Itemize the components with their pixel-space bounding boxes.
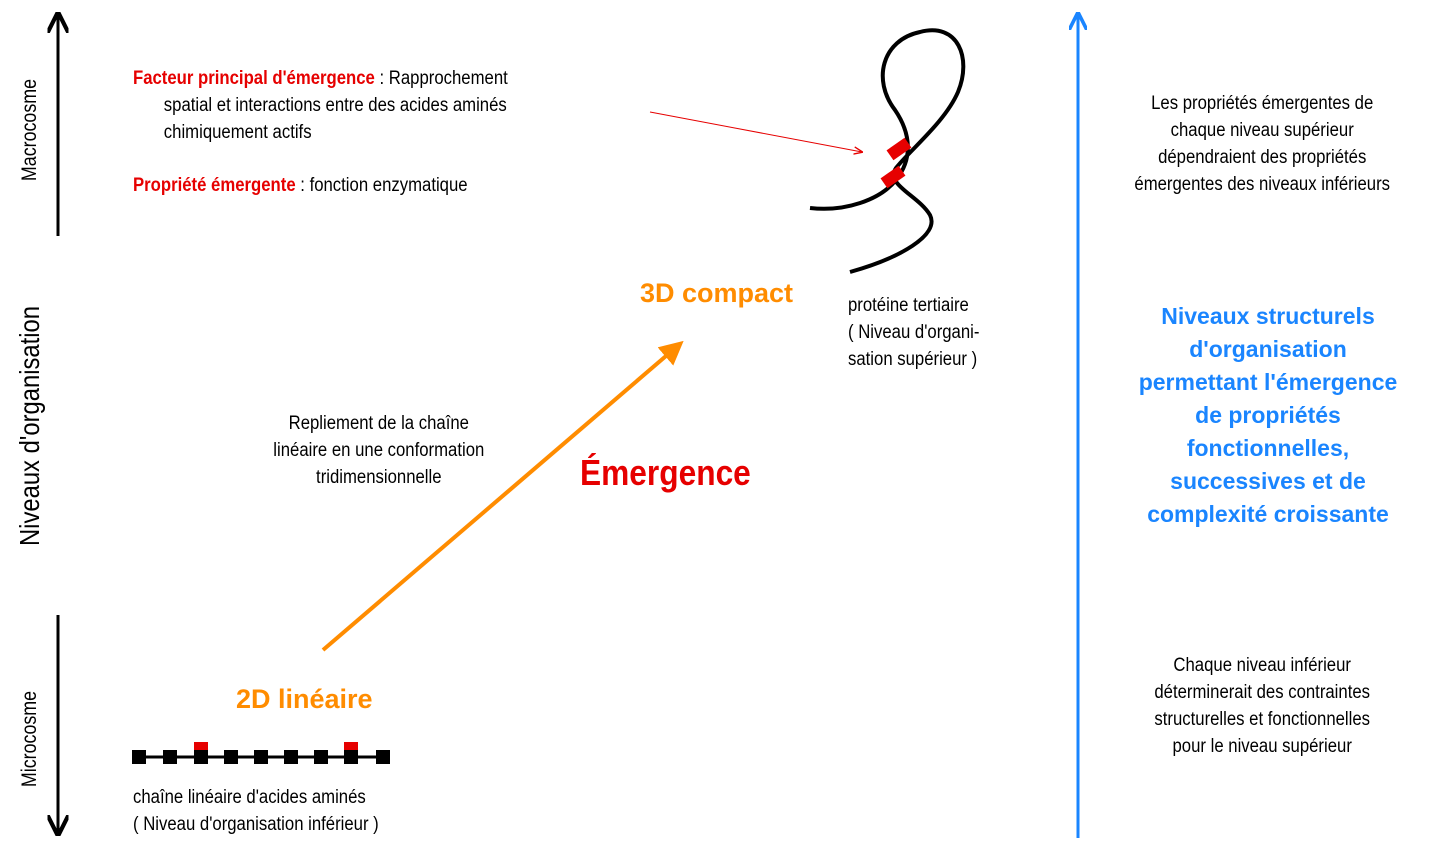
property-sep: : xyxy=(295,175,310,196)
chain-line-1: chaîne linéaire d'acides aminés xyxy=(133,787,366,808)
factor-block: Facteur principal d'émergence : Rapproch… xyxy=(133,65,679,146)
factor-sep: : xyxy=(374,68,389,89)
right-bottom-text: Chaque niveau inférieur déterminerait de… xyxy=(1095,652,1429,760)
folding-line-1: Repliement de la chaîne xyxy=(288,413,469,434)
right-top-line-4: émergentes des niveaux inférieurs xyxy=(1134,174,1390,195)
tertiary-line-3: sation supérieur ) xyxy=(848,349,978,370)
tertiary-line-2: ( Niveau d'organi- xyxy=(848,322,980,343)
active-residue-2 xyxy=(344,742,358,750)
active-site-2 xyxy=(880,165,906,189)
tertiary-text: protéine tertiaire ( Niveau d'organi- sa… xyxy=(848,292,1042,373)
right-top-line-3: dépendraient des propriétés xyxy=(1158,147,1367,168)
micro-label: Microcosme xyxy=(18,690,41,788)
right-top-line-1: Les propriétés émergentes de xyxy=(1151,93,1374,114)
property-label: Propriété émergente xyxy=(133,175,296,196)
chain-line-2: ( Niveau d'organisation inférieur ) xyxy=(133,814,379,835)
right-top-line-2: chaque niveau supérieur xyxy=(1170,120,1354,141)
macro-label: Macrocosme xyxy=(18,78,41,182)
blue-line-6: successives et de xyxy=(1170,468,1366,494)
right-bottom-line-2: déterminerait des contraintes xyxy=(1154,682,1370,703)
active-site-1 xyxy=(886,137,912,161)
property-text: fonction enzymatique xyxy=(309,175,468,196)
folding-line-2: linéaire en une conformation xyxy=(273,440,485,461)
right-top-text: Les propriétés émergentes de chaque nive… xyxy=(1095,90,1429,198)
folding-text: Repliement de la chaîne linéaire en une … xyxy=(238,410,520,491)
right-bottom-line-1: Chaque niveau inférieur xyxy=(1173,655,1351,676)
blue-line-4: de propriétés xyxy=(1195,402,1341,428)
emergence-arrow xyxy=(321,340,684,652)
chain-text: chaîne linéaire d'acides aminés ( Niveau… xyxy=(133,784,467,838)
blue-line-7: complexité croissante xyxy=(1147,501,1389,527)
blue-line-3: permettant l'émergence xyxy=(1138,369,1398,395)
folding-line-3: tridimensionnelle xyxy=(316,467,442,488)
emergence-label: Émergence xyxy=(580,452,751,493)
levels-label: Niveaux d'organisation xyxy=(14,305,45,547)
folded-protein-curve xyxy=(809,28,966,274)
right-bottom-line-4: pour le niveau supérieur xyxy=(1172,736,1352,757)
blue-line-2: d'organisation xyxy=(1189,336,1347,362)
linear-label: 2D linéaire xyxy=(236,684,373,714)
factor-line2: spatial et interactions entre des acides… xyxy=(163,95,507,116)
linear-chain xyxy=(132,742,390,764)
property-block: Propriété émergente : fonction enzymatiq… xyxy=(133,172,626,199)
blue-line-5: fonctionnelles, xyxy=(1186,435,1350,461)
pointer-arrow xyxy=(649,111,862,152)
factor-text: Rapprochement xyxy=(388,68,508,89)
active-residue-1 xyxy=(194,742,208,750)
right-bottom-line-3: structurelles et fonctionnelles xyxy=(1154,709,1370,730)
factor-line3: chimiquement actifs xyxy=(163,122,312,143)
right-blue-heading: Niveaux structurels d'organisation perme… xyxy=(1098,300,1438,531)
blue-line-1: Niveaux structurels xyxy=(1161,303,1375,329)
tertiary-line-1: protéine tertiaire xyxy=(848,295,969,316)
factor-label: Facteur principal d'émergence xyxy=(133,68,375,89)
compact-label: 3D compact xyxy=(640,278,794,308)
